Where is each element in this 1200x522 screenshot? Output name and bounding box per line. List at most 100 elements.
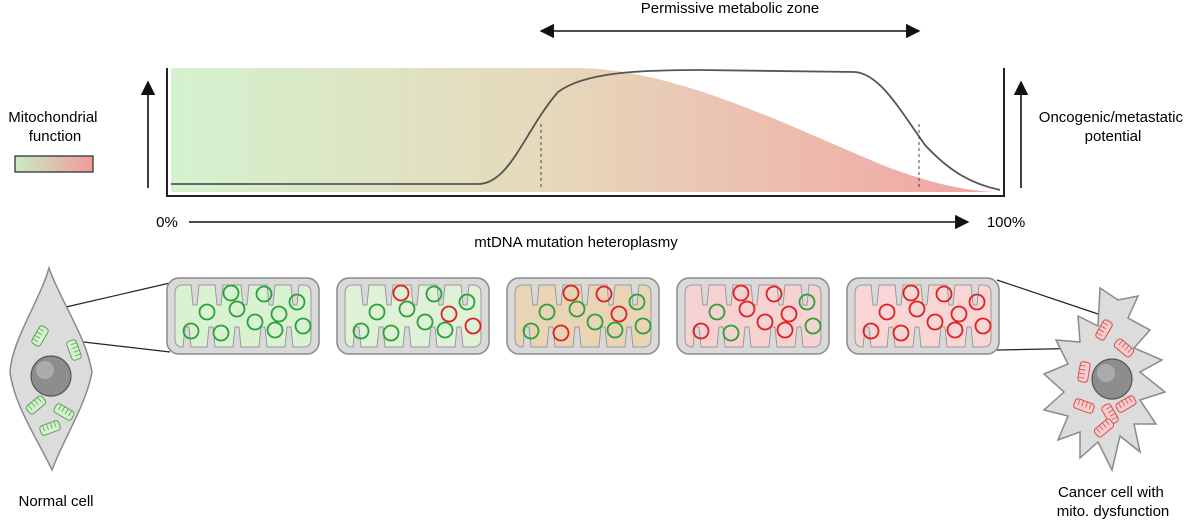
right-axis-label-line2: potential [1085, 128, 1142, 145]
cell-mitochondrion [31, 325, 49, 347]
mutant-mtdna [862, 322, 880, 340]
wildtype-mtdna [228, 300, 246, 318]
cell-mitochondrion [1101, 403, 1119, 425]
cancer-cell-label-line2: mito. dysfunction [1057, 503, 1170, 520]
mutant-mtdna [776, 321, 794, 339]
cancer-cell-zoom-line-top [996, 279, 1099, 315]
right-axis-label-line1: Oncogenic/metastatic [1039, 109, 1184, 126]
wildtype-mtdna [568, 300, 586, 318]
wildtype-mtdna [398, 300, 416, 318]
cell-mitochondrion-crista [34, 399, 39, 405]
wildtype-mtdna [255, 285, 273, 303]
cell-mitochondrion-crista [1124, 345, 1130, 351]
wildtype-mtdna [538, 303, 556, 321]
mitochondrion-cristae [514, 284, 652, 348]
mitochondrion-cristae [684, 284, 822, 348]
cell-mitochondrion-crista [70, 342, 77, 346]
wildtype-mtdna [722, 324, 740, 342]
wildtype-mtdna [246, 313, 264, 331]
mutant-mtdna [908, 300, 926, 318]
cell-mitochondrion-crista [1109, 412, 1116, 417]
cell-mitochondrion [1095, 319, 1113, 341]
wildtype-mtdna [266, 321, 284, 339]
cell-mitochondrion-crista [1118, 340, 1123, 346]
mutant-mtdna [974, 317, 992, 335]
cell-mitochondrion [1073, 398, 1095, 414]
mutant-mtdna [946, 321, 964, 339]
wildtype-mtdna [212, 324, 230, 342]
wildtype-mtdna [294, 317, 312, 335]
cell-mitochondrion-body [1095, 319, 1113, 341]
cell-mitochondrion [1077, 361, 1091, 383]
mutant-mtdna [562, 284, 580, 302]
cell-mitochondrion-body [1115, 395, 1137, 413]
x-axis-start-label: 0% [156, 214, 178, 231]
cell-mitochondrion-crista [1098, 328, 1105, 333]
cell-mitochondrion-crista [1107, 409, 1114, 414]
cell-mitochondrion-crista [42, 425, 46, 432]
mutant-mtdna [878, 303, 896, 321]
mitochondrion-1 [166, 277, 320, 355]
x-axis-end-label: 100% [987, 214, 1025, 231]
cell-mitochondrion-crista [53, 421, 57, 428]
cell-mitochondrion [53, 403, 75, 421]
normal-cell-zoom-line-top [65, 282, 171, 308]
cell-mitochondrion-crista [74, 353, 81, 357]
cancer-cell [1042, 286, 1167, 473]
wildtype-mtdna [425, 285, 443, 303]
cell-mitochondrion-crista [1078, 372, 1085, 375]
cell-mitochondrion-crista [1088, 403, 1092, 410]
mitochondrion-3 [506, 277, 660, 355]
mutant-mtdna [902, 284, 920, 302]
mutant-mtdna [732, 284, 750, 302]
wildtype-mtdna [522, 322, 540, 340]
cancer-cell-label: Cancer cell with mito. dysfunction [1057, 484, 1170, 520]
wildtype-mtdna [368, 303, 386, 321]
wildtype-mtdna [270, 305, 288, 323]
function-color-legend [14, 155, 94, 173]
mitochondrion-cristae [344, 284, 482, 348]
cancer-cell-label-line1: Cancer cell with [1058, 484, 1164, 501]
cell-mitochondrion-crista [30, 402, 36, 408]
cell-mitochondrion-crista [64, 408, 69, 415]
cell-mitochondrion-crista [27, 404, 33, 410]
mutant-mtdna [968, 293, 986, 311]
mutant-mtdna [780, 305, 798, 323]
wildtype-mtdna [352, 322, 370, 340]
cell-mitochondrion-crista [1085, 401, 1088, 408]
wildtype-mtdna [288, 293, 306, 311]
cell-mitochondrion-crista [61, 406, 66, 413]
plot-frame [166, 68, 1005, 197]
left-axis-label-line1: Mitochondrial [8, 109, 97, 126]
wildtype-mtdna [416, 313, 434, 331]
wildtype-mtdna [586, 313, 604, 331]
mutant-mtdna [440, 305, 458, 323]
cell-mitochondrion-body [1093, 418, 1115, 438]
cell-mitochondrion-body [25, 395, 47, 415]
cell-mitochondrion [1093, 418, 1115, 438]
cell-mitochondrion-crista [73, 349, 80, 353]
mitochondrion-5 [846, 277, 1000, 355]
mutant-mtdna [950, 305, 968, 323]
cancer-nucleus-highlight [1097, 364, 1115, 382]
cell-mitochondrion-crista [1080, 364, 1087, 367]
mutant-mtdna [756, 313, 774, 331]
oncogenic-potential-curve [171, 69, 1001, 191]
wildtype-mtdna [198, 303, 216, 321]
mitochondrial-function-area [171, 68, 1000, 192]
mutant-mtdna [692, 322, 710, 340]
cell-mitochondrion-crista [32, 338, 39, 343]
cell-mitochondrion-crista [1095, 427, 1101, 433]
cell-mitochondrion-crista [1117, 402, 1122, 409]
cell-mitochondrion-crista [36, 331, 43, 336]
x-axis-title: mtDNA mutation heteroplasmy [474, 234, 678, 251]
wildtype-mtdna [708, 303, 726, 321]
cell-mitochondrion-body [1077, 361, 1091, 383]
cell-mitochondrion [66, 339, 82, 361]
wildtype-mtdna [628, 293, 646, 311]
cell-mitochondrion-crista [1102, 321, 1109, 326]
mutant-mtdna [765, 285, 783, 303]
cell-mitochondrion-crista [72, 346, 79, 349]
left-axis-label-line2: function [29, 128, 82, 145]
mitochondria-row [166, 277, 1000, 355]
